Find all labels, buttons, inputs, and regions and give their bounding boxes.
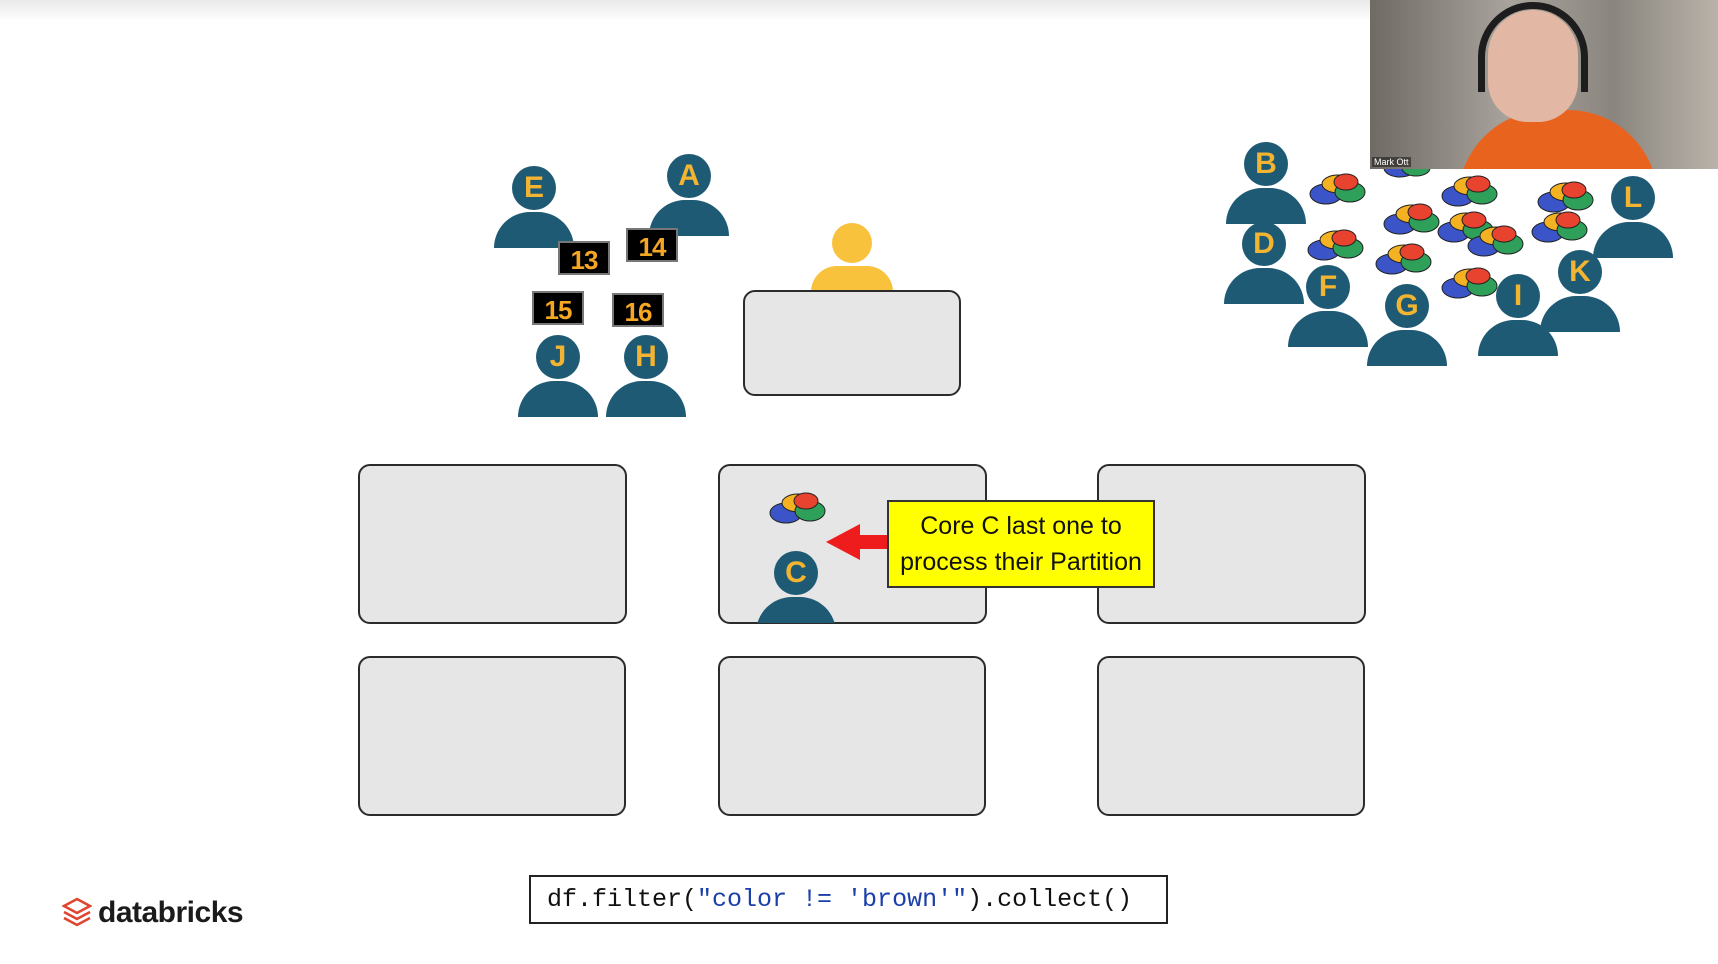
- executor-i-label: I: [1496, 274, 1540, 318]
- executor-h: H: [604, 335, 688, 417]
- driver-person-body: [811, 266, 893, 292]
- data-blob-icon: [1375, 243, 1432, 275]
- executor-k: K: [1538, 250, 1622, 332]
- task-tag-14: 14: [626, 228, 678, 262]
- executor-a-label: A: [667, 154, 711, 198]
- executor-h-label: H: [624, 335, 668, 379]
- data-blob-icon: [1531, 211, 1588, 243]
- executor-d: D: [1222, 222, 1306, 304]
- driver-box: [743, 290, 961, 396]
- data-blob-icon: [1309, 173, 1366, 205]
- webcam-video: Mark Ott: [1370, 0, 1718, 169]
- databricks-logo-icon: [62, 897, 92, 927]
- core-c: C: [754, 551, 838, 623]
- task-tag-13: 13: [558, 241, 610, 275]
- callout-line-2: process their Partition: [900, 548, 1142, 576]
- executor-i: I: [1476, 274, 1560, 356]
- headset-icon: [1478, 2, 1588, 92]
- executor-e: E: [492, 166, 576, 248]
- executor-f: F: [1286, 265, 1370, 347]
- worker-box-1: [358, 464, 627, 624]
- driver-person-icon: [832, 223, 872, 263]
- databricks-logo: databricks: [62, 893, 244, 933]
- executor-l-label: L: [1611, 176, 1655, 220]
- executor-k-label: K: [1558, 250, 1602, 294]
- executor-l: L: [1591, 176, 1675, 258]
- worker-box-4: [358, 656, 626, 816]
- executor-b: B: [1224, 142, 1308, 224]
- code-suffix: ).collect(): [967, 885, 1133, 914]
- executor-a: A: [647, 154, 731, 236]
- worker-box-6: [1097, 656, 1365, 816]
- executor-j: J: [516, 335, 600, 417]
- executor-b-label: B: [1244, 142, 1288, 186]
- code-string: "color != 'brown'": [697, 885, 968, 914]
- code-prefix: df.filter(: [547, 885, 698, 914]
- data-blob-icon: [769, 492, 826, 524]
- executor-e-label: E: [512, 166, 556, 210]
- callout-note: Core C last one to process their Partiti…: [887, 500, 1155, 588]
- task-tag-15: 15: [532, 291, 584, 325]
- data-blob-icon: [1383, 203, 1440, 235]
- executor-j-label: J: [536, 335, 580, 379]
- worker-box-5: [718, 656, 986, 816]
- data-blob-icon: [1441, 267, 1498, 299]
- data-blob-icon: [1537, 181, 1594, 213]
- executor-f-label: F: [1306, 265, 1350, 309]
- data-blob-icon: [1437, 211, 1494, 243]
- arrow-left-icon: [826, 524, 890, 560]
- webcam-name-label: Mark Ott: [1372, 157, 1411, 167]
- top-fade: [0, 0, 1718, 22]
- code-snippet: df.filter("color != 'brown'").collect(): [529, 875, 1168, 924]
- logo-text: databricks: [98, 896, 244, 929]
- executor-g: G: [1365, 284, 1449, 366]
- data-blob-icon: [1467, 225, 1524, 257]
- core-c-label: C: [774, 551, 818, 595]
- data-blob-icon: [1307, 229, 1364, 261]
- data-blob-icon: [1441, 175, 1498, 207]
- executor-d-label: D: [1242, 222, 1286, 266]
- callout-line-1: Core C last one to: [920, 512, 1122, 540]
- task-tag-16: 16: [612, 293, 664, 327]
- executor-g-label: G: [1385, 284, 1429, 328]
